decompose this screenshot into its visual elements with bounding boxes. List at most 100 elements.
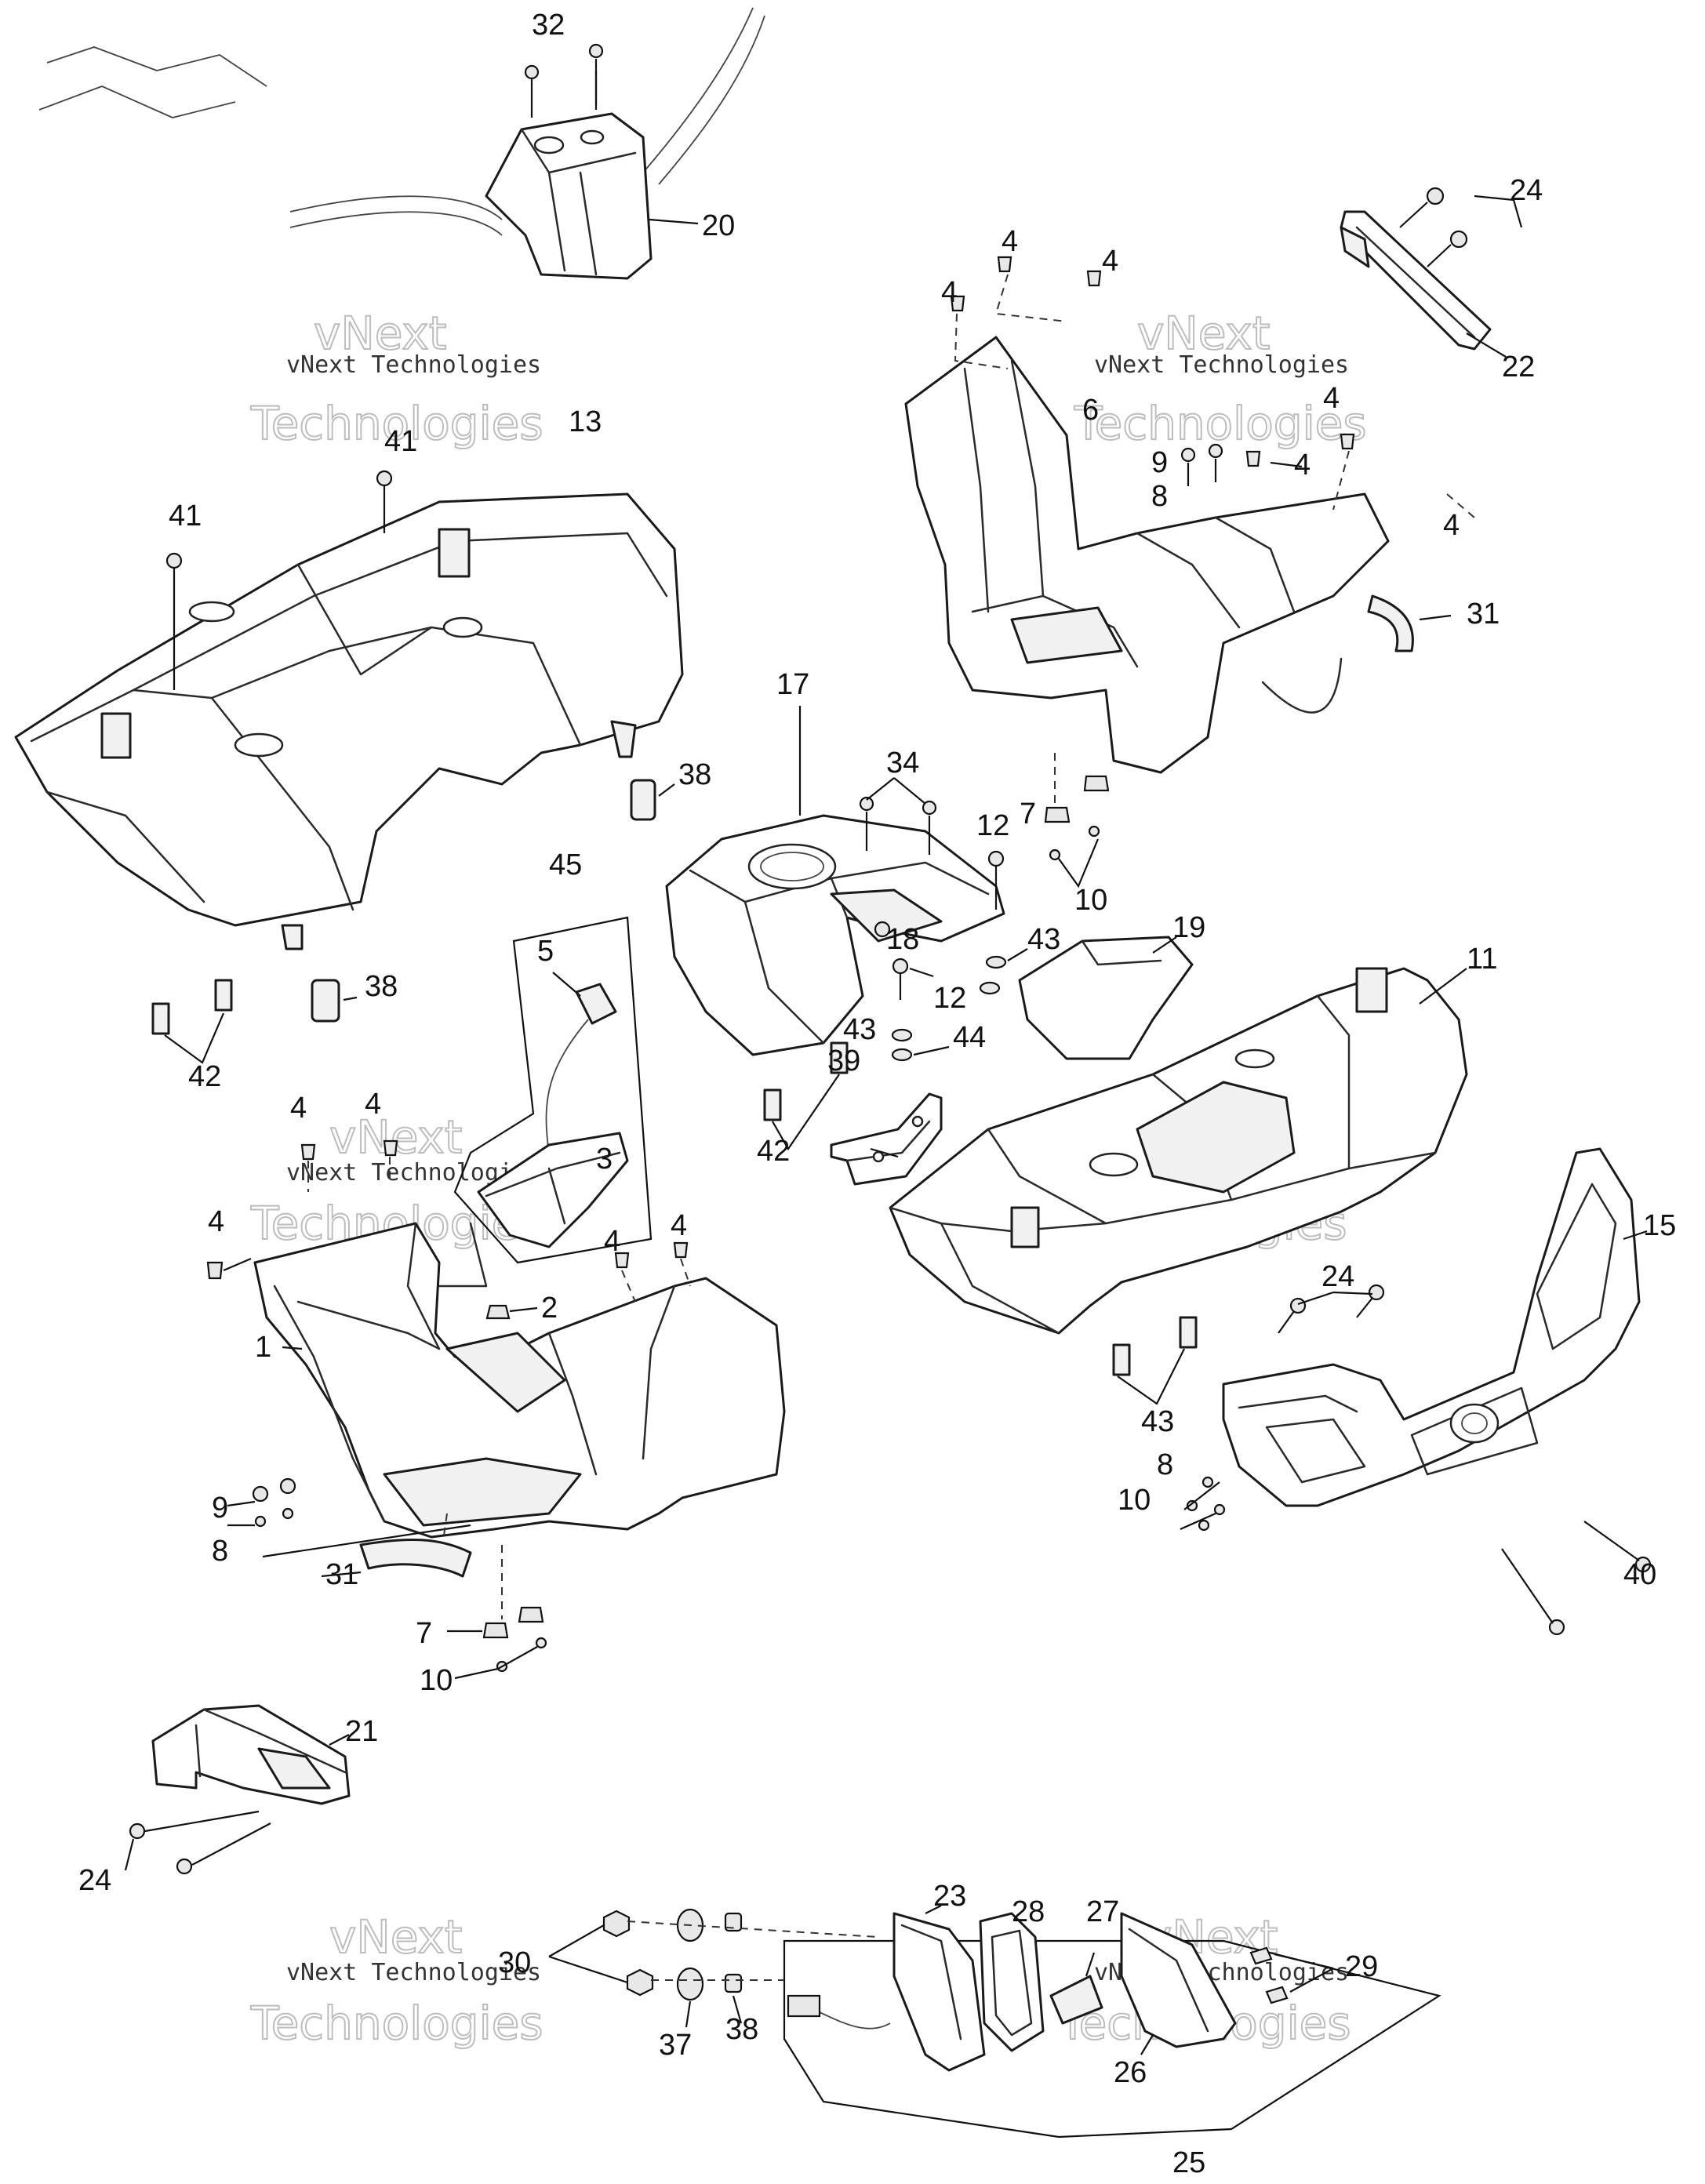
hardware-9-8-left <box>227 1477 471 1558</box>
callout-26: 26 <box>1114 2056 1147 2089</box>
callout-4-j: 4 <box>604 1225 620 1258</box>
callout-38-c: 38 <box>725 2013 758 2046</box>
hardware-12-18-43-44 <box>874 850 1028 1062</box>
front-bumper-part-15 <box>1222 1147 1648 1507</box>
callout-21: 21 <box>345 1715 378 1748</box>
callout-7-right: 7 <box>1020 798 1036 830</box>
watermark-company: vNext Technologies <box>286 1959 541 1986</box>
tube-31-right <box>1367 594 1452 652</box>
callout-12-b: 12 <box>933 982 966 1015</box>
callout-8-far-right: 8 <box>1157 1448 1173 1481</box>
callout-12-a: 12 <box>976 809 1009 842</box>
callout-labels: 32 20 24 22 4 4 4 6 4 4 4 9 8 31 13 41 4… <box>78 9 1676 2179</box>
callout-31-right: 31 <box>1467 598 1500 630</box>
center-console-part-17 <box>665 706 1005 1056</box>
callout-13: 13 <box>569 405 602 438</box>
callout-4-d: 4 <box>1323 382 1340 415</box>
tail-light-assembly-part-25 <box>548 1905 1441 2139</box>
callout-8-left: 8 <box>212 1535 228 1568</box>
callout-4-i: 4 <box>208 1205 224 1238</box>
watermark-company: vNext Technologies <box>286 351 541 379</box>
callout-9-left: 9 <box>212 1492 228 1524</box>
callout-17: 17 <box>776 668 809 701</box>
callout-6: 6 <box>1082 394 1099 427</box>
watermark-line2: Technologies <box>250 397 543 450</box>
callout-39: 39 <box>827 1045 860 1077</box>
callout-29: 29 <box>1345 1950 1378 1983</box>
callout-41-a: 41 <box>384 425 417 458</box>
callout-42-left: 42 <box>188 1060 221 1093</box>
callout-24-right: 24 <box>1321 1260 1354 1293</box>
callout-8-right: 8 <box>1151 480 1168 513</box>
callout-4-c: 4 <box>941 276 958 309</box>
watermark-bottom-left: vNext Technologies vNext Technologies <box>249 1910 544 2051</box>
callout-9-right: 9 <box>1151 446 1168 479</box>
callout-32: 32 <box>532 9 565 42</box>
handlebar-ghost <box>38 7 765 236</box>
callout-7-left: 7 <box>416 1617 432 1650</box>
tube-31-left <box>321 1513 472 1578</box>
watermark-line2: Technologies <box>250 1997 543 2050</box>
callout-4-k: 4 <box>671 1209 687 1242</box>
callout-27: 27 <box>1086 1895 1119 1928</box>
callout-24-left: 24 <box>78 1864 111 1897</box>
callout-5: 5 <box>537 935 554 968</box>
callout-3: 3 <box>596 1143 613 1176</box>
lens-cover-part-19 <box>1018 936 1194 1060</box>
callout-4-h: 4 <box>365 1088 381 1121</box>
callout-20: 20 <box>702 209 735 242</box>
bracket-part-21 <box>124 1704 351 1875</box>
callout-4-e: 4 <box>1294 449 1311 481</box>
watermark-top-right: vNext Technologies vNext Technologies <box>1073 306 1368 451</box>
callout-43-b: 43 <box>843 1013 876 1046</box>
watermark-company: vNext Technologies <box>1094 351 1349 379</box>
nuts-7-10-right <box>1044 753 1110 888</box>
rear-fender-part-13 <box>14 492 684 950</box>
right-fender-part-6 <box>904 336 1390 774</box>
watermark-line2: Technologies <box>1074 397 1367 450</box>
callout-38-b: 38 <box>365 970 398 1003</box>
bracket-part-22 <box>1340 187 1523 358</box>
clips-42-center <box>763 1041 849 1151</box>
watermark-line1: vNext <box>1137 307 1270 360</box>
callout-44: 44 <box>953 1021 986 1054</box>
callout-24-top: 24 <box>1510 174 1543 207</box>
callout-42-center: 42 <box>757 1135 790 1168</box>
clips-4-left <box>206 1139 691 1350</box>
callout-37: 37 <box>659 2029 692 2062</box>
callout-4-g: 4 <box>290 1092 307 1125</box>
left-fender-part-1 <box>253 1222 786 1539</box>
callout-1: 1 <box>255 1331 271 1364</box>
callout-38-a: 38 <box>678 758 711 791</box>
nuts-7-10-left <box>447 1545 547 1680</box>
callout-25: 25 <box>1172 2146 1205 2179</box>
clips-4-top <box>950 256 1475 518</box>
callout-43-a: 43 <box>1027 923 1060 956</box>
callout-11: 11 <box>1467 943 1497 976</box>
callout-34: 34 <box>886 747 919 779</box>
front-fender-part-11 <box>889 967 1468 1335</box>
callout-19: 19 <box>1172 911 1205 944</box>
callout-10-right: 10 <box>1074 884 1107 917</box>
watermark-line1: vNext <box>314 307 446 360</box>
callout-4-b: 4 <box>1102 245 1118 278</box>
callout-41-b: 41 <box>169 500 202 532</box>
callout-23: 23 <box>933 1880 966 1913</box>
callout-28: 28 <box>1012 1895 1045 1928</box>
callout-40: 40 <box>1623 1558 1656 1591</box>
spacers-38 <box>311 779 675 1023</box>
callout-4-f: 4 <box>1443 509 1460 542</box>
fasteners-41 <box>165 470 393 690</box>
callout-18: 18 <box>886 923 919 956</box>
callout-4-a: 4 <box>1002 225 1018 258</box>
headlight-pod-part-20 <box>485 43 699 280</box>
callout-10-far-right: 10 <box>1118 1484 1151 1517</box>
inset-box-part-3-5 <box>453 916 653 1264</box>
hardware-24-40-43-right <box>1112 1284 1652 1636</box>
callout-22: 22 <box>1502 351 1535 383</box>
callout-2: 2 <box>541 1292 558 1325</box>
callout-43-c: 43 <box>1141 1405 1174 1438</box>
bracket-part-39 <box>830 1092 943 1186</box>
callout-45: 45 <box>549 849 582 881</box>
